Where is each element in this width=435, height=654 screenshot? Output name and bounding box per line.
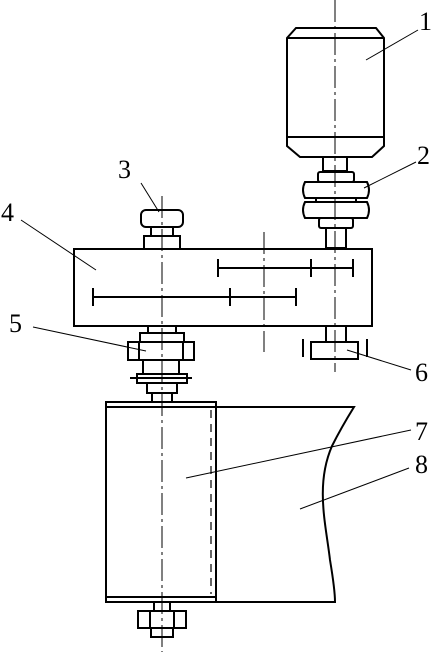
gear-train [92, 232, 354, 352]
gearbox-housing [73, 248, 373, 327]
material-web [215, 406, 356, 603]
coupling [302, 171, 370, 249]
callout-7: 7 [415, 417, 428, 446]
leader-lines [20, 29, 419, 510]
roller [105, 401, 217, 603]
callout-5: 5 [9, 309, 22, 338]
callout-6: 6 [415, 358, 428, 387]
callout-4: 4 [1, 198, 14, 227]
callout-labels: 1 2 3 4 5 6 7 8 [1, 7, 432, 479]
callout-2: 2 [417, 141, 430, 170]
callout-8: 8 [415, 450, 428, 479]
bearing-assembly [127, 325, 195, 403]
centre-lines [161, 0, 336, 652]
callout-3: 3 [118, 155, 131, 184]
callout-1: 1 [419, 7, 432, 36]
